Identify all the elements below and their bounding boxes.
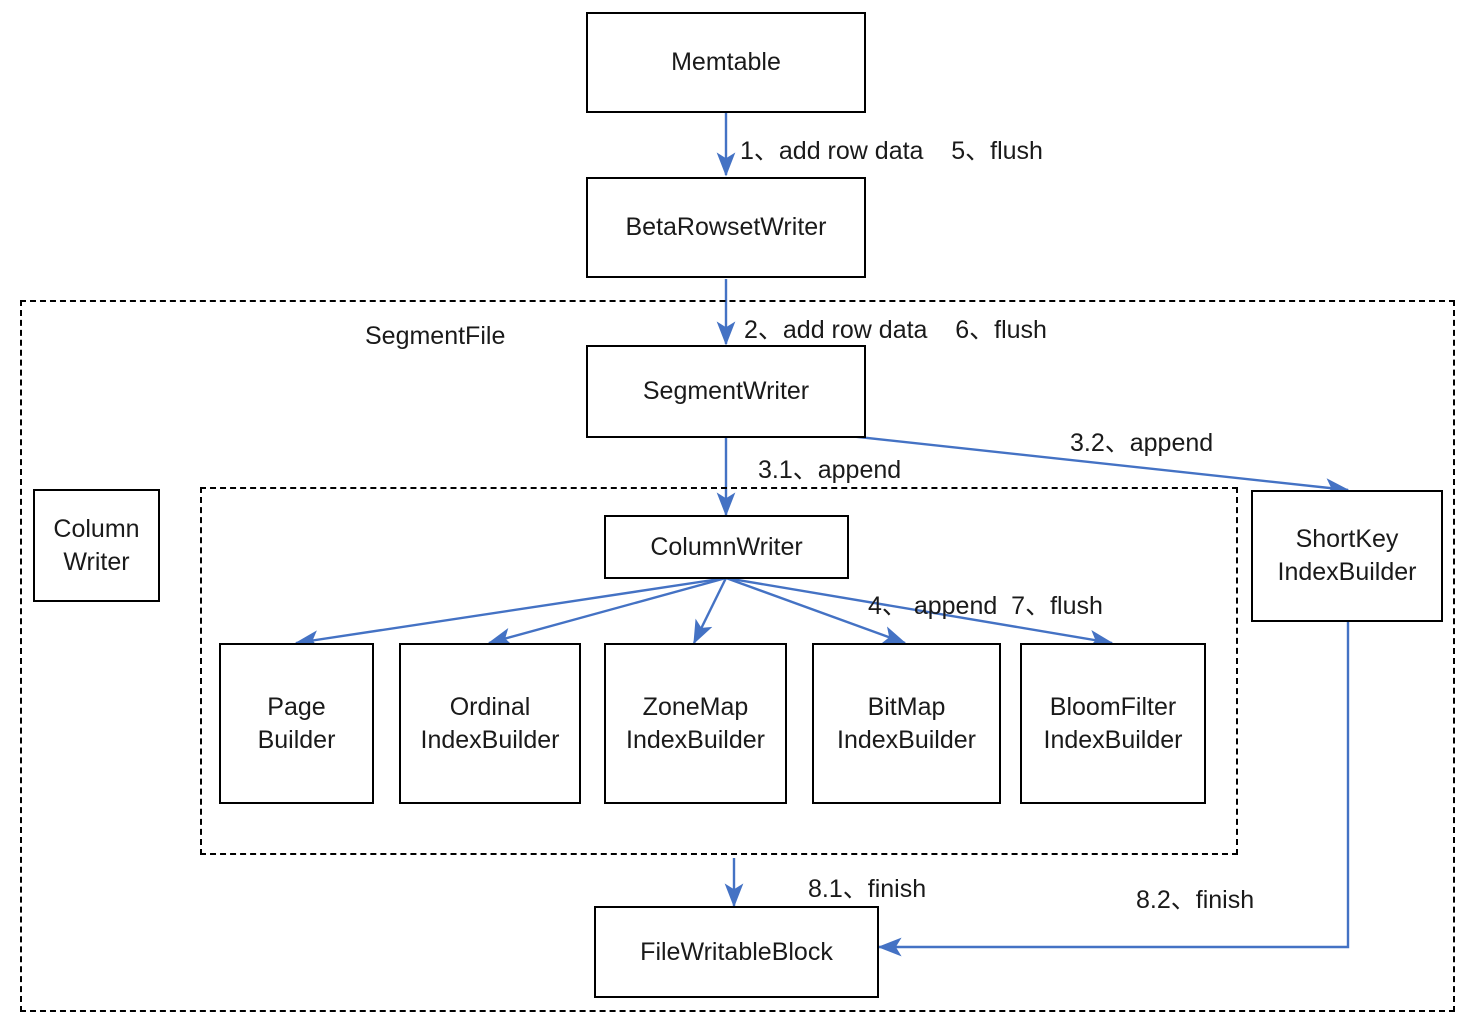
node-file-writable-block[interactable]: FileWritableBlock: [594, 906, 879, 998]
node-segment-writer[interactable]: SegmentWriter: [586, 345, 866, 438]
node-zonemap-index-builder[interactable]: ZoneMap IndexBuilder: [604, 643, 787, 804]
edge-label-step3-2: 3.2、append: [1070, 429, 1214, 457]
edge-label-step4-7: 4、 append 7、flush: [868, 592, 1103, 620]
node-short-key-index-builder[interactable]: ShortKey IndexBuilder: [1251, 490, 1443, 622]
node-ordinal-index-builder[interactable]: Ordinal IndexBuilder: [399, 643, 581, 804]
edge-label-step8-1: 8.1、finish: [808, 875, 927, 903]
segment-file-group-label: SegmentFile: [365, 322, 506, 350]
node-beta-rowset-writer[interactable]: BetaRowsetWriter: [586, 177, 866, 278]
edge-label-step3-1: 3.1、append: [758, 456, 902, 484]
edge-label-step2-6: 2、add row data 6、flush: [744, 316, 1047, 344]
node-bitmap-index-builder[interactable]: BitMap IndexBuilder: [812, 643, 1001, 804]
node-column-writer[interactable]: ColumnWriter: [604, 515, 849, 579]
node-bloomfilter-index-builder[interactable]: BloomFilter IndexBuilder: [1020, 643, 1206, 804]
node-memtable[interactable]: Memtable: [586, 12, 866, 113]
segment-file-group: [20, 300, 1455, 1012]
node-column-writer-standalone[interactable]: Column Writer: [33, 489, 160, 602]
node-page-builder[interactable]: Page Builder: [219, 643, 374, 804]
edge-label-step8-2: 8.2、finish: [1136, 886, 1255, 914]
edge-label-step1-5: 1、add row data 5、flush: [740, 137, 1043, 165]
